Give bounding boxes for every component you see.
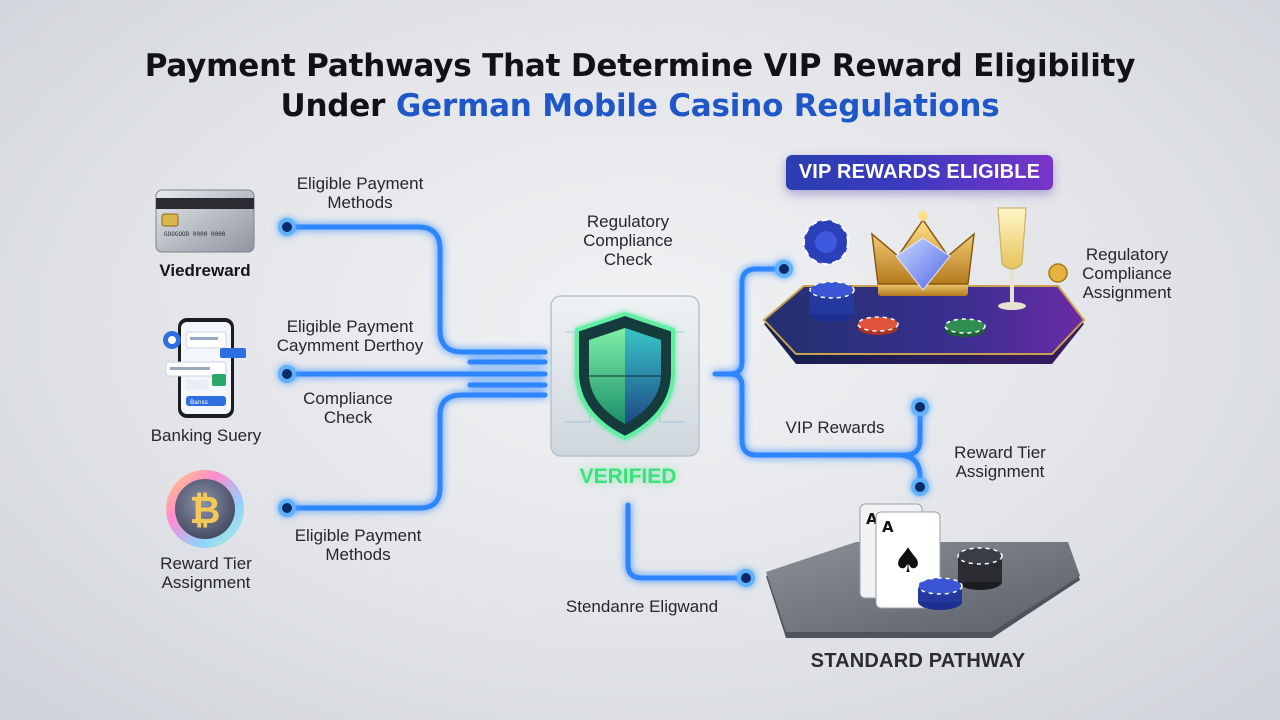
svg-text:₿: ₿ (190, 488, 221, 532)
wire-card (284, 224, 548, 355)
path-label-top: Eligible Payment Methods (296, 174, 424, 212)
node-vip (775, 260, 793, 278)
crypto-name-label: Reward Tier Assignment (160, 554, 252, 592)
svg-text:A: A (866, 510, 878, 528)
svg-text:♠: ♠ (893, 541, 923, 581)
reward-tier-label: Reward Tier Assignment (954, 443, 1046, 481)
node-crypto (278, 499, 296, 517)
shield-check-icon (550, 295, 700, 457)
gold-coin-icon (1048, 263, 1068, 283)
node-reward-tier (911, 478, 929, 496)
wire-right-down (727, 371, 923, 489)
card-name-label: Viedreward (159, 261, 251, 280)
champagne-glass-icon (997, 207, 1027, 310)
title-highlight: German Mobile Casino Regulations (395, 88, 1000, 124)
path-label-bottom: Eligible Payment Methods (294, 526, 422, 564)
vip-rewards-eligible-badge: VIP REWARDS ELIGIBLE (786, 155, 1053, 190)
title-prefix: Under (280, 88, 396, 124)
page-title-line-2: Under German Mobile Casino Regulations (0, 86, 1280, 126)
standard-eligwand-label: Stendanre Eligwand (565, 597, 719, 616)
regulatory-assignment-label: Regulatory Compliance Assignment (1082, 245, 1172, 302)
vip-rewards-platform (762, 207, 1086, 364)
wire-vip-rewards (902, 404, 923, 458)
credit-card-icon: GOOGOOD 0000 0000 (155, 189, 255, 253)
smartphone-banking-icon: Banss (163, 318, 246, 418)
verified-label: VERIFIED (579, 465, 677, 488)
svg-text:Banss: Banss (190, 399, 208, 406)
poker-chips-icon (809, 281, 986, 337)
node-standard (737, 569, 755, 587)
node-card (278, 218, 296, 236)
svg-text:A: A (882, 518, 894, 536)
poker-chips-icon (917, 547, 1003, 610)
path-label-middle: Eligible Payment Caymment Derthoy (276, 317, 424, 355)
node-phone (278, 365, 296, 383)
phone-name-label: Banking Suery (150, 426, 262, 445)
bitcoin-coin-icon: ₿ (166, 470, 244, 548)
wire-crypto (284, 392, 548, 511)
regulatory-check-label: Regulatory Compliance Check (583, 212, 673, 269)
wire-standard (625, 502, 749, 581)
vip-rewards-label: VIP Rewards (785, 418, 885, 437)
standard-pathway-platform: A A ♠ (766, 503, 1080, 638)
svg-text:GOOGOOD 0000 0000: GOOGOOD 0000 0000 (164, 231, 226, 238)
path-label-compliance: Compliance Check (303, 389, 393, 427)
node-vip-rewards (911, 398, 929, 416)
standard-pathway-label: STANDARD PATHWAY (810, 650, 1026, 672)
crown-diamond-icon (871, 211, 975, 296)
page-title-line-1: Payment Pathways That Determine VIP Rewa… (144, 48, 1136, 84)
